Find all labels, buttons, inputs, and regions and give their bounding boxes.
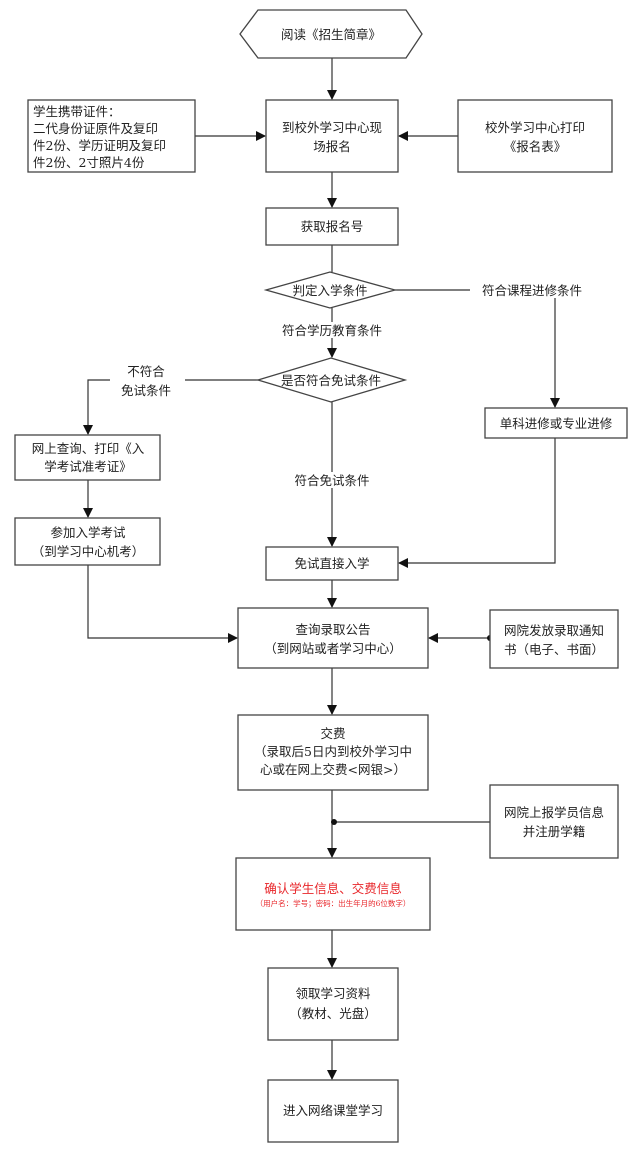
node-payment: 交费 （录取后5日内到校外学习中 心或在网上交费<网银>） — [237, 714, 429, 791]
svg-text:单科进修或专业进修: 单科进修或专业进修 — [500, 416, 613, 431]
label-not-exempt-2: 免试条件 — [121, 383, 171, 398]
node-query-result: 查询录取公告 （到网站或者学习中心） — [237, 607, 429, 669]
svg-text:进入网络课堂学习: 进入网络课堂学习 — [283, 1103, 383, 1118]
svg-text:获取报名号: 获取报名号 — [301, 219, 364, 234]
node-study: 进入网络课堂学习 — [267, 1079, 399, 1143]
node-exam: 参加入学考试 （到学习中心机考） — [14, 517, 161, 566]
svg-text:二代身份证原件及复印: 二代身份证原件及复印 — [33, 121, 158, 136]
label-course-condition: 符合课程进修条件 — [482, 283, 582, 298]
node-print-form: 校外学习中心打印 《报名表》 — [457, 99, 613, 173]
node-documents: 学生携带证件： 二代身份证原件及复印 件2份、学历证明及复印 件2份、2寸照片4… — [27, 99, 196, 173]
node-get-number: 获取报名号 — [265, 207, 399, 246]
svg-text:网上查询、打印《入: 网上查询、打印《入 — [32, 441, 145, 456]
node-materials: 领取学习资料 （教材、光盘） — [267, 967, 399, 1041]
svg-text:场报名: 场报名 — [313, 139, 351, 154]
svg-text:件2份、2寸照片4份: 件2份、2寸照片4份 — [33, 155, 145, 170]
svg-text:交费: 交费 — [320, 726, 345, 741]
svg-text:确认学生信息、交费信息: 确认学生信息、交费信息 — [264, 881, 402, 896]
node-direct-admission: 免试直接入学 — [265, 546, 399, 581]
svg-text:学生携带证件：: 学生携带证件： — [33, 104, 121, 119]
svg-text:校外学习中心打印: 校外学习中心打印 — [485, 120, 585, 135]
label-exempt: 符合免试条件 — [294, 473, 369, 488]
svg-text:到校外学习中心现: 到校外学习中心现 — [282, 120, 382, 135]
node-report: 网院上报学员信息 并注册学籍 — [489, 784, 619, 859]
svg-text:（用户名：学号；密码：出生年月的6位数字）: （用户名：学号；密码：出生年月的6位数字） — [256, 898, 411, 908]
svg-text:判定入学条件: 判定入学条件 — [292, 283, 367, 298]
node-notice: 网院发放录取通知 书（电子、书面） — [489, 609, 619, 669]
svg-text:书（电子、书面）: 书（电子、书面） — [504, 642, 604, 657]
node-register: 到校外学习中心现 场报名 — [265, 99, 399, 173]
svg-text:阅读《招生简章》: 阅读《招生简章》 — [281, 27, 381, 42]
svg-text:参加入学考试: 参加入学考试 — [50, 525, 126, 540]
svg-text:（教材、光盘）: （教材、光盘） — [289, 1006, 377, 1021]
node-confirm: 确认学生信息、交费信息 （用户名：学号；密码：出生年月的6位数字） — [235, 857, 431, 931]
svg-text:心或在网上交费<网银>）: 心或在网上交费<网银>） — [260, 762, 406, 777]
node-start: 阅读《招生简章》 — [239, 9, 423, 59]
label-not-exempt-1: 不符合 — [127, 364, 165, 379]
decision-exempt: 是否符合免试条件 — [255, 357, 408, 403]
svg-text:（到网站或者学习中心）: （到网站或者学习中心） — [264, 641, 402, 656]
svg-text:《报名表》: 《报名表》 — [504, 139, 567, 154]
svg-text:网院上报学员信息: 网院上报学员信息 — [504, 805, 604, 820]
svg-text:学考试准考证》: 学考试准考证》 — [44, 459, 132, 474]
decision-condition: 判定入学条件 — [263, 271, 398, 309]
node-single-course: 单科进修或专业进修 — [484, 407, 628, 439]
svg-text:免试直接入学: 免试直接入学 — [294, 556, 369, 571]
svg-text:查询录取公告: 查询录取公告 — [295, 622, 370, 637]
node-online-query: 网上查询、打印《入 学考试准考证》 — [14, 434, 161, 481]
svg-text:（到学习中心机考）: （到学习中心机考） — [32, 544, 145, 559]
svg-text:件2份、学历证明及复印: 件2份、学历证明及复印 — [33, 138, 166, 153]
svg-text:（录取后5日内到校外学习中: （录取后5日内到校外学习中 — [254, 744, 412, 759]
label-degree-condition: 符合学历教育条件 — [282, 323, 382, 338]
svg-text:领取学习资料: 领取学习资料 — [295, 986, 371, 1001]
svg-text:网院发放录取通知: 网院发放录取通知 — [504, 623, 604, 638]
svg-text:是否符合免试条件: 是否符合免试条件 — [281, 373, 381, 388]
svg-text:并注册学籍: 并注册学籍 — [523, 824, 586, 839]
